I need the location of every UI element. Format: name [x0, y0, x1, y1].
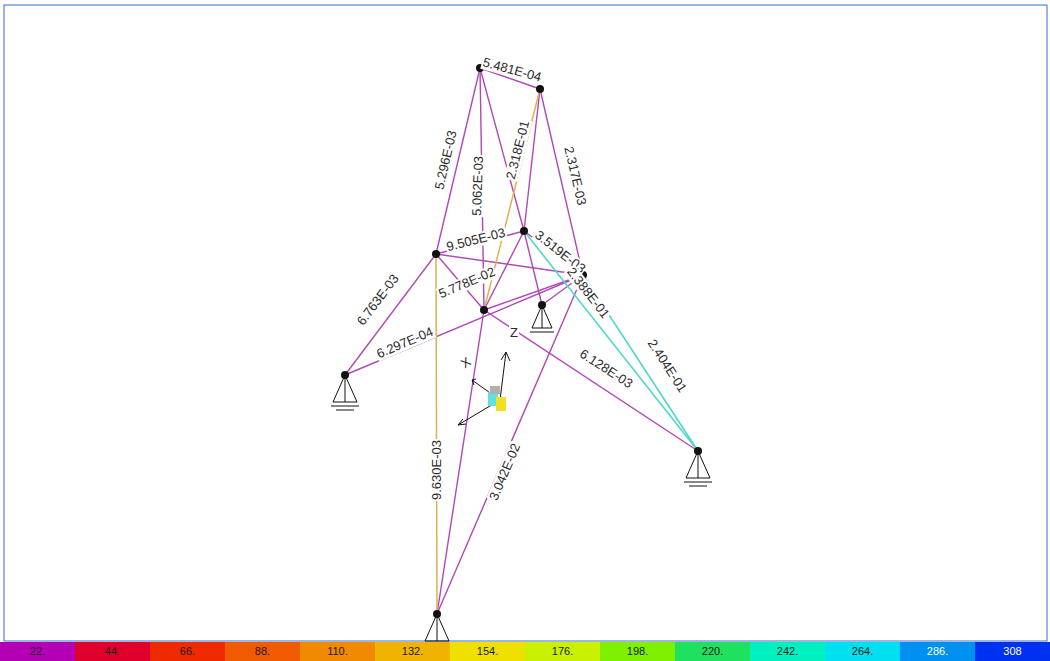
member-value: 9.630E-03	[430, 439, 444, 501]
axis-label: X	[458, 354, 475, 372]
scale-swatch: 88.	[225, 642, 300, 661]
scale-value: 264.	[825, 645, 900, 658]
scale-swatch: 176.	[525, 642, 600, 661]
member-value: 3.042E-02	[486, 441, 523, 504]
member-value: 9.505E-03	[444, 226, 508, 255]
scale-value: 242.	[750, 645, 825, 658]
scale-value: 22.	[0, 645, 75, 658]
truss-members	[345, 68, 698, 614]
scale-value: 176.	[525, 645, 600, 658]
viewport-frame	[4, 5, 1047, 641]
scale-swatch: 66.	[150, 642, 225, 661]
scale-value: 66.	[150, 645, 225, 658]
member-value: 6.297E-04	[374, 324, 437, 361]
member-value: 5.062E-03	[470, 155, 486, 217]
scale-swatch: 198.	[600, 642, 675, 661]
joints	[341, 64, 702, 618]
scale-value: 220.	[675, 645, 750, 658]
member-value: 2.404E-01	[644, 336, 690, 396]
scale-swatch: 264.	[825, 642, 900, 661]
member-value: 5.296E-03	[432, 128, 460, 192]
scale-swatch: 132.	[375, 642, 450, 661]
high-stress-members	[436, 89, 540, 614]
axis-label: Z	[509, 326, 519, 340]
member-value: 6.763E-03	[354, 271, 402, 329]
scale-value: 132.	[375, 645, 450, 658]
scale-swatch: 242.	[750, 642, 825, 661]
scale-value: 286.	[900, 645, 975, 658]
peak-stress-members	[524, 231, 698, 451]
scale-value: 88.	[225, 645, 300, 658]
member-value: 5.481E-04	[480, 55, 544, 85]
scale-swatch: 110.	[300, 642, 375, 661]
support-symbols	[331, 305, 712, 641]
scale-value: 308	[975, 645, 1050, 658]
member-value: 2.318E-01	[504, 118, 533, 182]
scale-swatch: 220.	[675, 642, 750, 661]
member-value: 5.778E-02	[436, 264, 499, 301]
scale-value: 198.	[600, 645, 675, 658]
scale-value: 154.	[450, 645, 525, 658]
scale-swatch: 44.	[75, 642, 150, 661]
axis-triad	[458, 352, 510, 425]
scale-swatch: 286.	[900, 642, 975, 661]
scale-swatch: 308	[975, 642, 1050, 661]
member-value: 6.128E-03	[576, 346, 636, 392]
scale-swatch: 22.	[0, 642, 75, 661]
axis-cube	[488, 386, 506, 411]
scale-value: 110.	[300, 645, 375, 658]
color-scale: 22.44.66.88.110.132.154.176.198.220.242.…	[0, 642, 1050, 661]
scale-swatch: 154.	[450, 642, 525, 661]
scale-value: 44.	[75, 645, 150, 658]
